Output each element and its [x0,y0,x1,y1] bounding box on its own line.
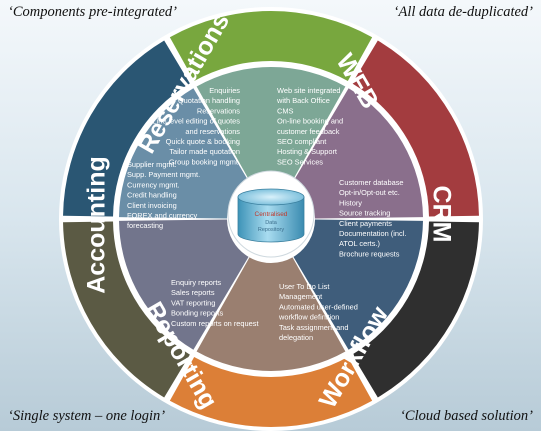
feature-item: User To Do List [279,282,329,291]
feature-item: On-line booking and [277,117,343,126]
feature-item: Client payments [339,219,392,228]
feature-item: ATOL certs.) [339,239,380,248]
ring-segment-workflow [352,221,479,398]
feature-item: History [339,198,362,207]
feature-item: Bonding reports [171,309,223,318]
feature-item: Hosting & Support [277,147,337,156]
feature-item: Quotation handling [178,96,240,105]
feature-item: Enquiries [209,86,240,95]
inner-segment-accounting [119,219,249,350]
feature-item: customer feedback [277,127,340,136]
feature-item: Enquiry reports [171,278,221,287]
hub-line-3: Repository [258,227,285,233]
feature-item: Task assignment and [279,323,348,332]
tagline-deduplicated: ‘All data de-duplicated’ [393,4,533,20]
inner-segment-crm [293,88,423,219]
ring-segment-web [169,10,373,81]
feature-item: and reservations [185,127,240,136]
segment-label-crm: CRM [427,186,455,243]
feature-item: SEO Services [277,157,323,166]
hub-line-2: Data [265,220,278,226]
feature-item: with Back Office [276,96,330,105]
feature-item: Currency mgmt. [127,180,180,189]
feature-item: CMS [277,106,293,115]
inner-segment-web [196,67,346,181]
ring-segment-reporting [169,357,373,428]
feature-item: Quick quote & booking [166,137,240,146]
hub-title: Centralised [255,211,288,218]
feature-item: delegation [279,333,313,342]
ring-segment-accounting [63,221,190,398]
inner-segment-workflow [293,219,423,350]
feature-item: FOREX and currency [127,211,198,220]
tagline-cloud: ‘Cloud based solution’ [400,408,533,424]
ring-segment-crm [352,40,479,217]
tagline-components: ‘Components pre-integrated’ [8,4,178,20]
database-icon [237,188,305,243]
inner-segment-reservations [119,88,249,219]
feature-item: Documentation (incl. [339,229,406,238]
feature-list-accounting: Supplier mgmt.Supp. Payment mgmt.Currenc… [127,160,200,230]
feature-item: Custom reports on request [171,319,259,328]
feature-item: Supplier mgmt. [127,160,177,169]
segment-label-accounting: Accounting [83,156,111,294]
feature-item: Source tracking [339,209,390,218]
feature-item: Brochure requests [339,249,400,258]
feature-item: Client invoicing [127,201,177,210]
feature-item: Tailor made quotation [169,147,240,156]
ring-segment-reservations [63,40,190,217]
feature-item: Supp. Payment mgmt. [127,170,200,179]
feature-item: Reservations [197,106,240,115]
feature-item: VAT reporting [171,298,215,307]
feature-item: Automated user-defined [279,302,358,311]
feature-item: Management [279,292,322,301]
feature-item: workflow definition [278,313,339,322]
feature-item: SEO compliant [277,137,326,146]
feature-item: Line level editing of quotes [152,117,240,126]
feature-item: Sales reports [171,288,215,297]
feature-item: Credit handling [127,191,177,200]
feature-item: Customer database [339,178,404,187]
tagline-single-login: ‘Single system – one login’ [8,408,166,424]
feature-item: Group booking mgmt. [169,157,240,166]
inner-segment-reporting [196,257,346,372]
feature-item: forecasting [127,221,163,230]
feature-item: Opt-in/Opt-out etc. [339,188,400,197]
feature-item: Web site integrated [277,86,341,95]
